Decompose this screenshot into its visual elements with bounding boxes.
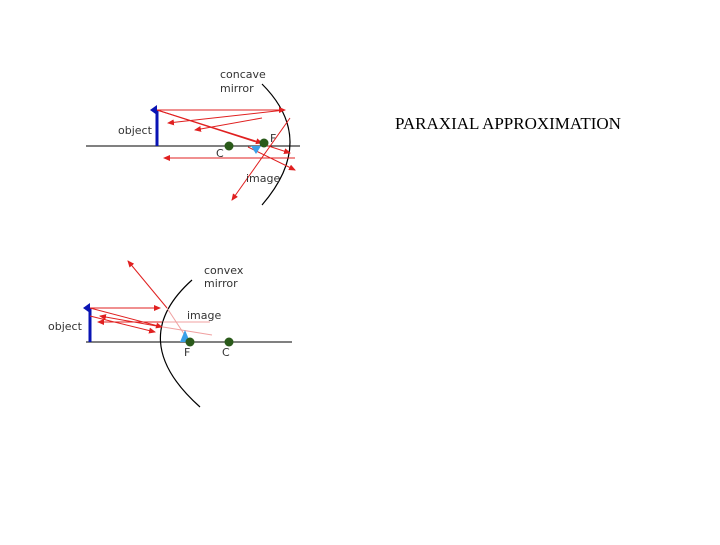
center-point <box>224 141 234 151</box>
image-arrow <box>251 146 261 154</box>
concave-mirror-label-2: mirror <box>220 82 254 95</box>
focus-label: F <box>270 132 276 145</box>
ray <box>167 109 286 126</box>
object-label: object <box>48 320 83 333</box>
object-label: object <box>118 124 153 137</box>
image-label: image <box>246 172 280 185</box>
center-label: C <box>222 346 230 359</box>
concave-mirror-label: concave <box>220 68 266 81</box>
virtual-ray <box>162 326 213 336</box>
convex-mirror-label: convex <box>204 264 244 277</box>
ray <box>127 260 168 309</box>
focus-label: F <box>184 346 190 359</box>
convex-mirror-label-2: mirror <box>204 277 238 290</box>
center-point <box>224 337 234 347</box>
center-label: C <box>216 147 224 160</box>
ray <box>231 117 291 201</box>
ray <box>99 314 163 328</box>
concave-mirror-curve <box>261 83 291 206</box>
ray <box>89 307 163 329</box>
convex-mirror-curve <box>159 279 201 408</box>
ray <box>156 109 263 145</box>
focus-point <box>259 138 269 148</box>
focus-point <box>185 337 195 347</box>
concave-mirror-diagram: concave mirror object F C image <box>86 68 300 206</box>
slide-title: PARAXIAL APPROXIMATION <box>395 114 621 133</box>
convex-mirror-diagram: convex mirror object image F C <box>48 260 292 408</box>
image-label: image <box>187 309 221 322</box>
ray <box>194 117 263 132</box>
